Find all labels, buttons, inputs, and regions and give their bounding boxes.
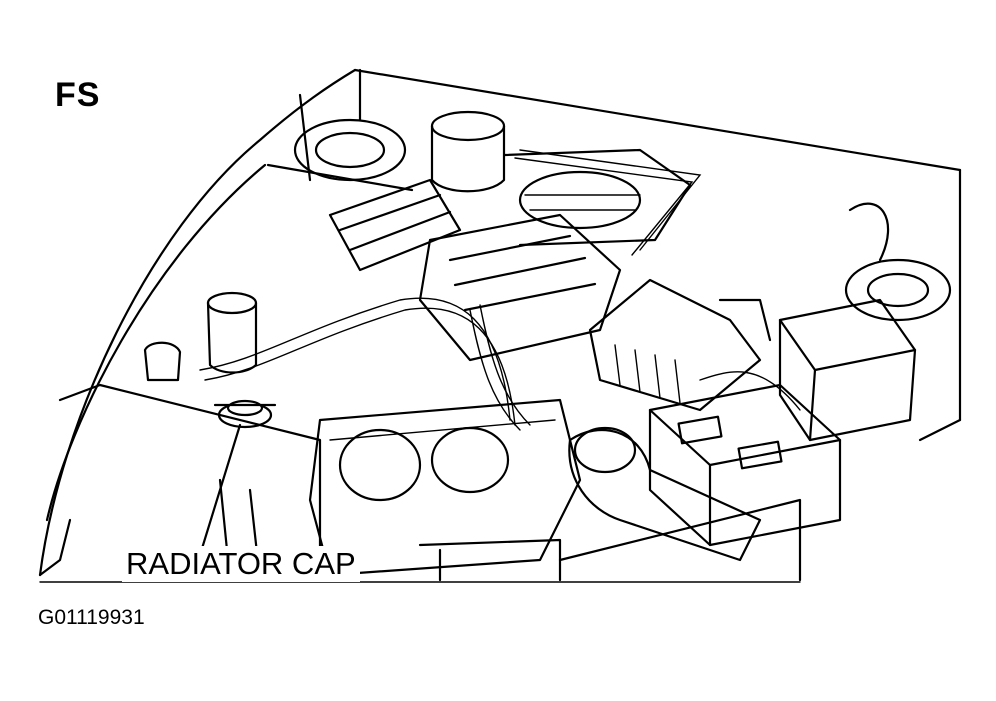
radiator-support — [58, 383, 802, 582]
fuse-relay-box — [778, 298, 917, 442]
coolant-reservoir — [143, 291, 258, 382]
figure-id: G01119931 — [38, 606, 145, 629]
right-strut-tower — [844, 202, 952, 322]
wiring-harness — [199, 149, 801, 431]
radiator-cap — [213, 399, 277, 429]
intake-manifold — [328, 148, 692, 362]
brake-fluid-reservoir — [430, 110, 506, 193]
intake-duct — [568, 426, 762, 562]
hood-outline — [38, 68, 962, 577]
air-filter-housing — [588, 278, 772, 412]
view-code-label: FS — [55, 76, 101, 114]
radiator-cap-callout: RADIATOR CAP — [122, 546, 360, 582]
left-strut-tower — [293, 68, 407, 182]
front-engine-cover — [308, 398, 582, 577]
